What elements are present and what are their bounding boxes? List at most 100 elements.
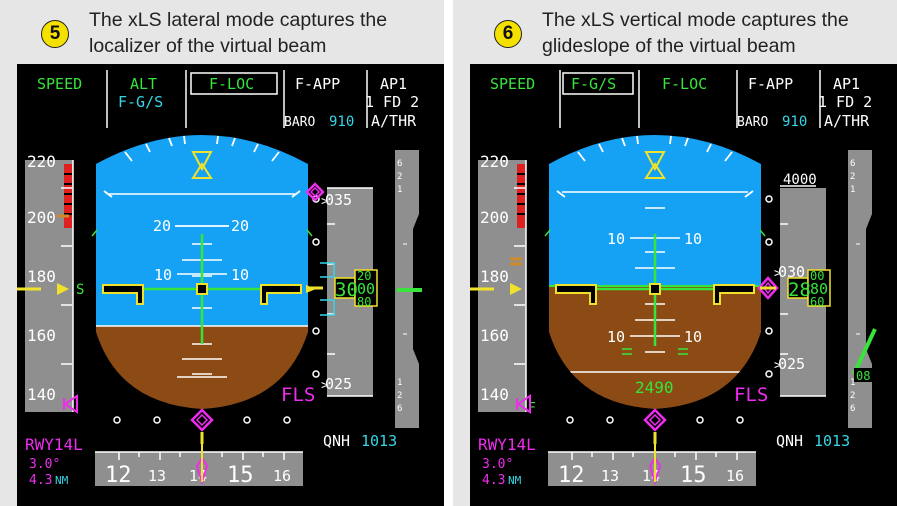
svg-text:>: >: [321, 378, 328, 392]
pitch-label: 10: [154, 266, 172, 284]
heading-label: 12: [105, 463, 132, 488]
glideslope-scale: [765, 195, 773, 378]
speed-label: 160: [27, 326, 56, 345]
step-number-badge: 6: [494, 20, 522, 48]
svg-text:>: >: [321, 194, 328, 208]
speed-label: 140: [480, 385, 509, 404]
fma-baro-value: 910: [782, 114, 807, 130]
flight-mode-annunciator: SPEED F-G/S F-LOC F-APP BARO 910 AP1 1 F…: [490, 70, 872, 130]
altitude-readout-mid: 00: [357, 280, 375, 298]
heading-tape: 12 13 14 15 16: [548, 444, 756, 488]
altitude-readout-upper: 20: [357, 269, 371, 283]
vertical-speed-indicator: 6 2 1 1 2 6: [395, 150, 422, 428]
vsi-label: 1: [397, 378, 402, 388]
primary-flight-display: SPEED F-G/S F-LOC F-APP BARO 910 AP1 1 F…: [470, 64, 897, 506]
pfd-svg: SPEED ALT F-G/S F-LOC F-APP BARO 910 AP1…: [17, 70, 422, 488]
selected-speed-marker: S: [76, 282, 84, 298]
altitude-readout-main: 30: [335, 279, 358, 301]
glideslope-deviation-diamond-icon: [757, 276, 779, 300]
altitude-readout-mid: 80: [810, 280, 828, 298]
vsi-label: 6: [850, 404, 855, 414]
fma-baro-value: 910: [329, 114, 354, 130]
speed-label: 140: [27, 385, 56, 404]
pitch-label: 10: [684, 328, 702, 346]
fls-label: FLS: [281, 384, 315, 406]
heading-label: 13: [148, 467, 166, 485]
panel-step-6: 6 The xLS vertical mode captures the gli…: [453, 0, 897, 506]
target-altitude: 4000: [783, 172, 817, 188]
caption-line-1: The xLS vertical mode captures the: [542, 9, 849, 31]
localizer-scale: [113, 416, 291, 424]
course-pointer-icon: [648, 456, 662, 486]
vertical-speed-readout: 08: [856, 369, 870, 383]
speed-label: 180: [480, 267, 509, 286]
heading-label: 15: [227, 463, 254, 488]
approach-distance-unit: NM: [508, 474, 522, 487]
fma-box: [190, 72, 278, 95]
speed-tape: 220 200 180 160 140 S: [17, 152, 84, 414]
fma-alt: ALT: [130, 75, 157, 93]
localizer-deviation-diamond-icon: [190, 408, 214, 432]
altitude-label: 025: [325, 375, 352, 393]
fma-fapp: F-APP: [295, 75, 340, 93]
radio-altitude: 2490: [635, 378, 674, 397]
vsi-label: 2: [850, 172, 855, 182]
fma-speed: SPEED: [490, 75, 535, 93]
qnh-label: QNH: [776, 432, 803, 450]
approach-angle: 3.0°: [482, 457, 513, 472]
altitude-label: 025: [778, 355, 805, 373]
glideslope-scale: [312, 195, 320, 378]
vsi-label: 2: [397, 172, 402, 182]
course-pointer-icon: [195, 456, 209, 486]
fma-ap1: AP1: [380, 75, 407, 93]
svg-text:>: >: [774, 358, 781, 372]
roll-index-icon: [644, 151, 666, 172]
speed-label: 200: [480, 208, 509, 227]
speed-target-triangle-icon: [516, 394, 531, 414]
caption-line-1: The xLS lateral mode captures the: [89, 9, 388, 31]
pfd-svg: SPEED F-G/S F-LOC F-APP BARO 910 AP1 1 F…: [470, 70, 877, 488]
vertical-speed-indicator: 6 2 1 1 2 6 08: [848, 150, 877, 428]
vsi-label: 6: [397, 159, 402, 169]
vsi-label: 6: [850, 159, 855, 169]
vsi-label: 1: [850, 378, 855, 388]
fma-speed: SPEED: [37, 75, 82, 93]
vsi-needle: [852, 328, 877, 375]
approach-angle: 3.0°: [29, 457, 60, 472]
speed-target-triangle-icon: [63, 394, 78, 414]
qnh-value: 1013: [361, 432, 397, 450]
approach-runway: RWY14L: [478, 435, 536, 454]
heading-label: 15: [680, 463, 707, 488]
altitude-tape: 035 025 > > 30 20 00 80: [306, 187, 378, 397]
step-number-badge: 5: [41, 20, 69, 48]
pitch-label: 10: [231, 266, 249, 284]
panel-step-5: 5 The xLS lateral mode captures the loca…: [0, 0, 444, 506]
speed-label: 180: [27, 267, 56, 286]
altitude-readout-lower: 60: [810, 295, 824, 309]
aircraft-symbol-icon: [555, 283, 755, 305]
flight-mode-annunciator: SPEED ALT F-G/S F-LOC F-APP BARO 910 AP1…: [37, 70, 419, 130]
localizer-scale: [566, 416, 744, 424]
caption: 5 The xLS lateral mode captures the loca…: [0, 0, 444, 62]
localizer-deviation-diamond-icon: [643, 408, 667, 432]
altitude-readout-upper: 00: [810, 269, 824, 283]
speed-label: 160: [480, 326, 509, 345]
selected-speed-marker: F: [528, 401, 536, 416]
altitude-target-bracket: [320, 262, 335, 316]
pitch-label: 10: [607, 328, 625, 346]
attitude-indicator: 10 10 10 10: [544, 135, 779, 444]
fma-baro-label: BARO: [284, 115, 315, 130]
fma-ap1: AP1: [833, 75, 860, 93]
speed-reference-triangle-icon: [57, 283, 69, 295]
fma-box: [562, 72, 634, 95]
fma-floc: F-LOC: [662, 75, 707, 93]
speed-reference-triangle-icon: [510, 283, 522, 295]
pitch-label: 20: [231, 217, 249, 235]
fma-fgs-armed: F-G/S: [118, 93, 163, 111]
fma-fapp: F-APP: [748, 75, 793, 93]
approach-distance: 4.3: [482, 473, 505, 488]
speed-label: 200: [27, 208, 56, 227]
approach-runway: RWY14L: [25, 435, 83, 454]
vsi-label: 2: [850, 391, 855, 401]
altitude-label: 030: [778, 263, 805, 281]
